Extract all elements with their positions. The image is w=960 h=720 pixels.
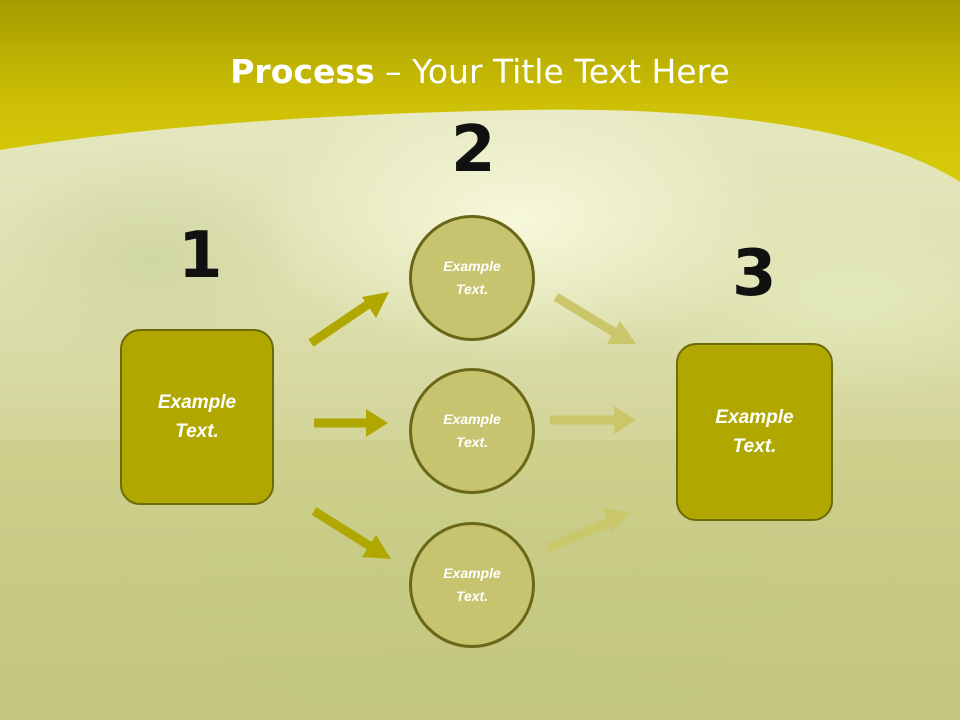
start-box-text: Example Text. [157, 392, 237, 442]
step-number-1: 1 [178, 219, 223, 293]
title-bold-text: Process [230, 52, 375, 91]
title-rest-text: – Your Title Text Here [374, 52, 730, 91]
bottom-circle: Example Text. [409, 522, 535, 648]
step-number-3: 3 [732, 237, 777, 311]
arrow-start-to-bottom [311, 507, 391, 559]
bottom-circle-text: Example Text. [443, 565, 501, 604]
end-box-text: Example Text. [715, 407, 794, 457]
top-circle: Example Text. [409, 215, 535, 341]
step-number-2: 2 [451, 113, 496, 187]
arrow-top-to-end [553, 293, 636, 344]
arrow-start-to-middle [314, 409, 388, 437]
middle-circle-text: Example Text. [443, 411, 501, 450]
arrow-middle-to-end [550, 406, 636, 434]
header-banner [0, 0, 960, 182]
end-box: Example Text. [676, 343, 833, 521]
arrow-start-to-top [308, 292, 389, 347]
start-box: Example Text. [120, 329, 274, 505]
arrow-bottom-to-end [546, 508, 630, 553]
slide-title: Process – Your Title Text Here [0, 52, 960, 91]
middle-circle: Example Text. [409, 368, 535, 494]
top-circle-text: Example Text. [443, 258, 501, 297]
